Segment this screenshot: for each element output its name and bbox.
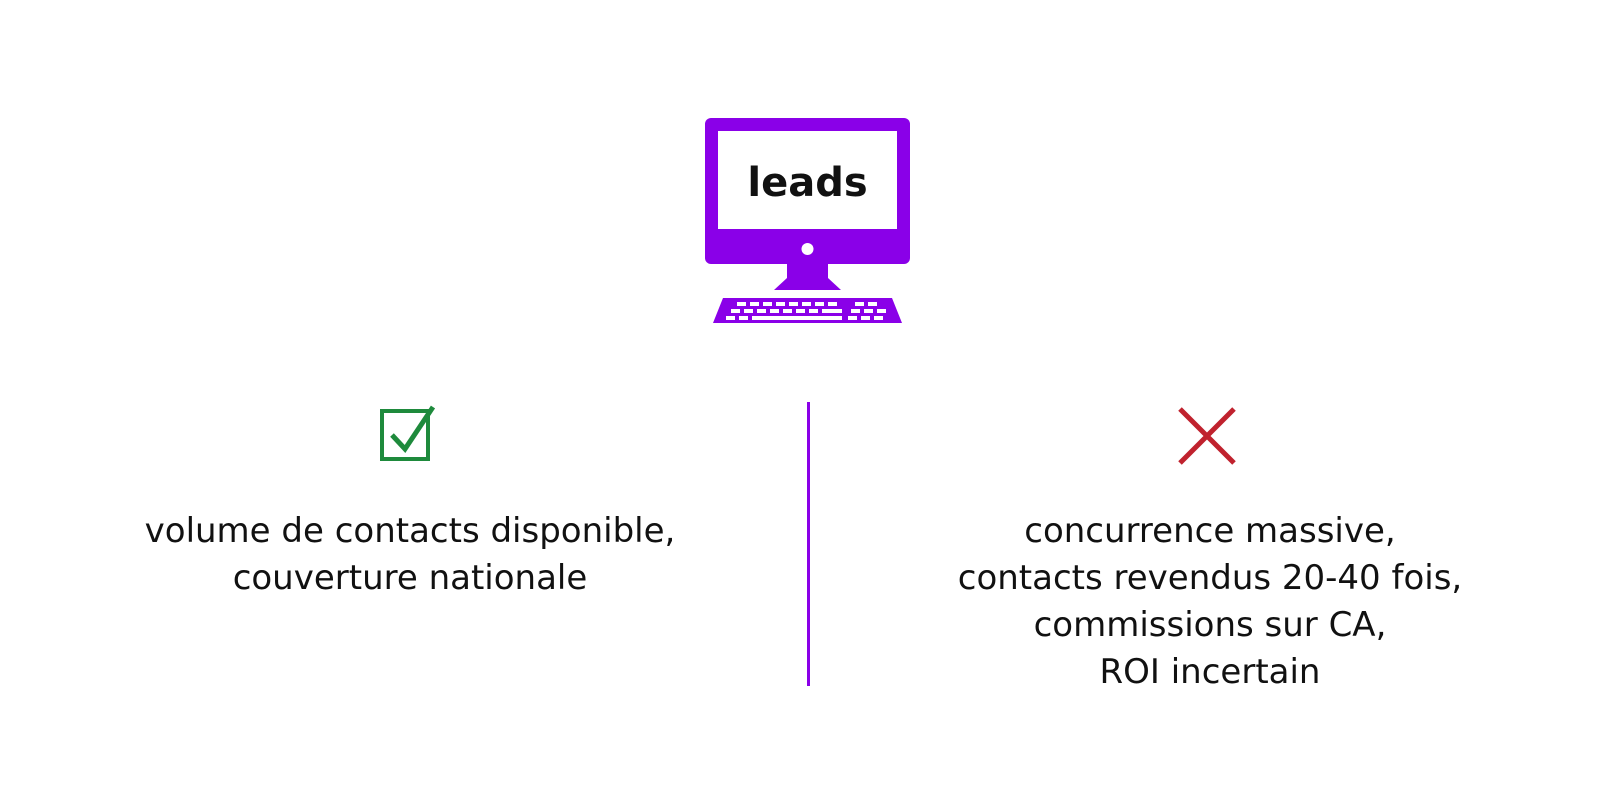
- cons-line: ROI incertain: [1099, 652, 1321, 692]
- pros-line: couverture nationale: [232, 558, 588, 598]
- computer-icon: [705, 118, 910, 323]
- cons-text: concurrence massive, contacts revendus 2…: [880, 508, 1540, 696]
- cons-line: contacts revendus 20-40 fois,: [957, 558, 1463, 598]
- checkbox-check-icon: [380, 405, 436, 461]
- screen-label: leads: [747, 160, 868, 206]
- cons-line: concurrence massive,: [1024, 511, 1396, 551]
- cons-line: commissions sur CA,: [1033, 605, 1387, 645]
- divider-line: [807, 402, 810, 686]
- cross-icon: [1178, 407, 1236, 465]
- pros-line: volume de contacts disponible,: [144, 511, 676, 551]
- pros-text: volume de contacts disponible, couvertur…: [80, 508, 740, 602]
